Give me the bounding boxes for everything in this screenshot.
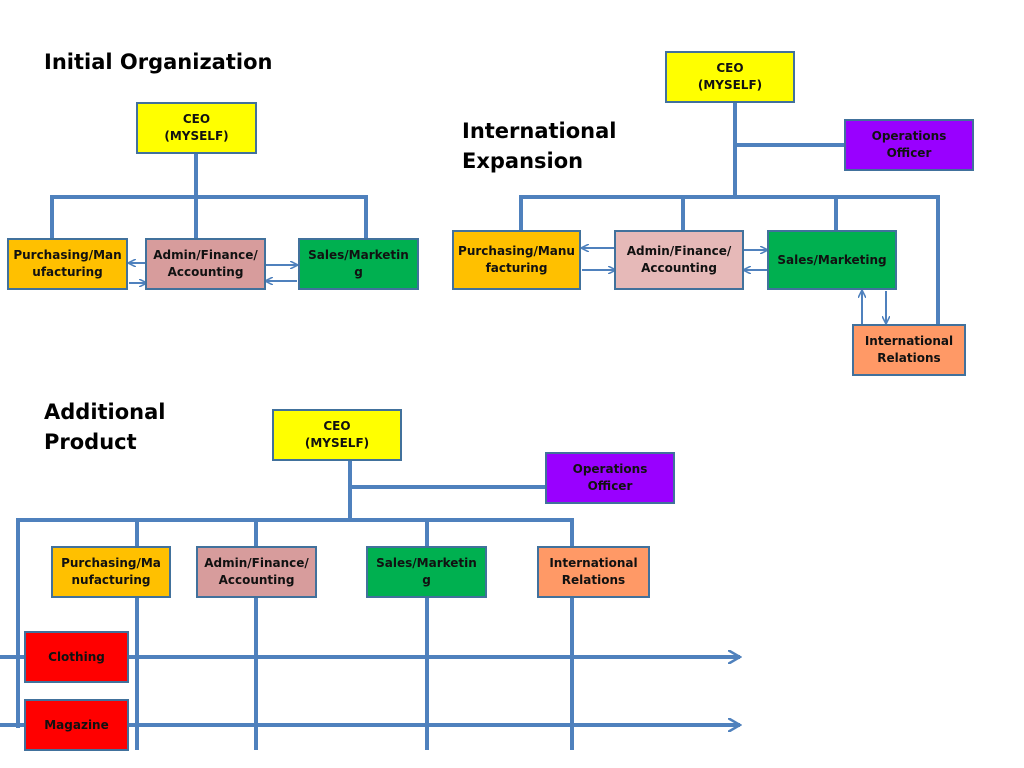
international-purchasing-box: Purchasing/Manufacturing bbox=[452, 230, 581, 290]
initial-ceo-box: CEO (MYSELF) bbox=[136, 102, 257, 154]
product-clothing-box: Clothing bbox=[24, 631, 129, 683]
initial-purchasing-box: Purchasing/Manufacturing bbox=[7, 238, 128, 290]
additional-relations-box: International Relations bbox=[537, 546, 650, 598]
initial-organization-title: Initial Organization bbox=[44, 50, 273, 74]
additional-ceo-box: CEO (MYSELF) bbox=[272, 409, 402, 461]
initial-admin-box: Admin/Finance/Accounting bbox=[145, 238, 266, 290]
additional-admin-box: Admin/Finance/Accounting bbox=[196, 546, 317, 598]
international-operations-box: Operations Officer bbox=[844, 119, 974, 171]
international-sales-box: Sales/Marketing bbox=[767, 230, 897, 290]
international-ceo-box: CEO (MYSELF) bbox=[665, 51, 795, 103]
initial-sales-box: Sales/Marketing bbox=[298, 238, 419, 290]
product-magazine-box: Magazine bbox=[24, 699, 129, 751]
additional-purchasing-box: Purchasing/Manufacturing bbox=[51, 546, 171, 598]
international-expansion-title: International Expansion bbox=[462, 119, 617, 173]
international-relations-box: International Relations bbox=[852, 324, 966, 376]
additional-operations-box: Operations Officer bbox=[545, 452, 675, 504]
additional-sales-box: Sales/Marketing bbox=[366, 546, 487, 598]
additional-product-title: Additional Product bbox=[44, 400, 166, 454]
international-admin-box: Admin/Finance/ Accounting bbox=[614, 230, 744, 290]
